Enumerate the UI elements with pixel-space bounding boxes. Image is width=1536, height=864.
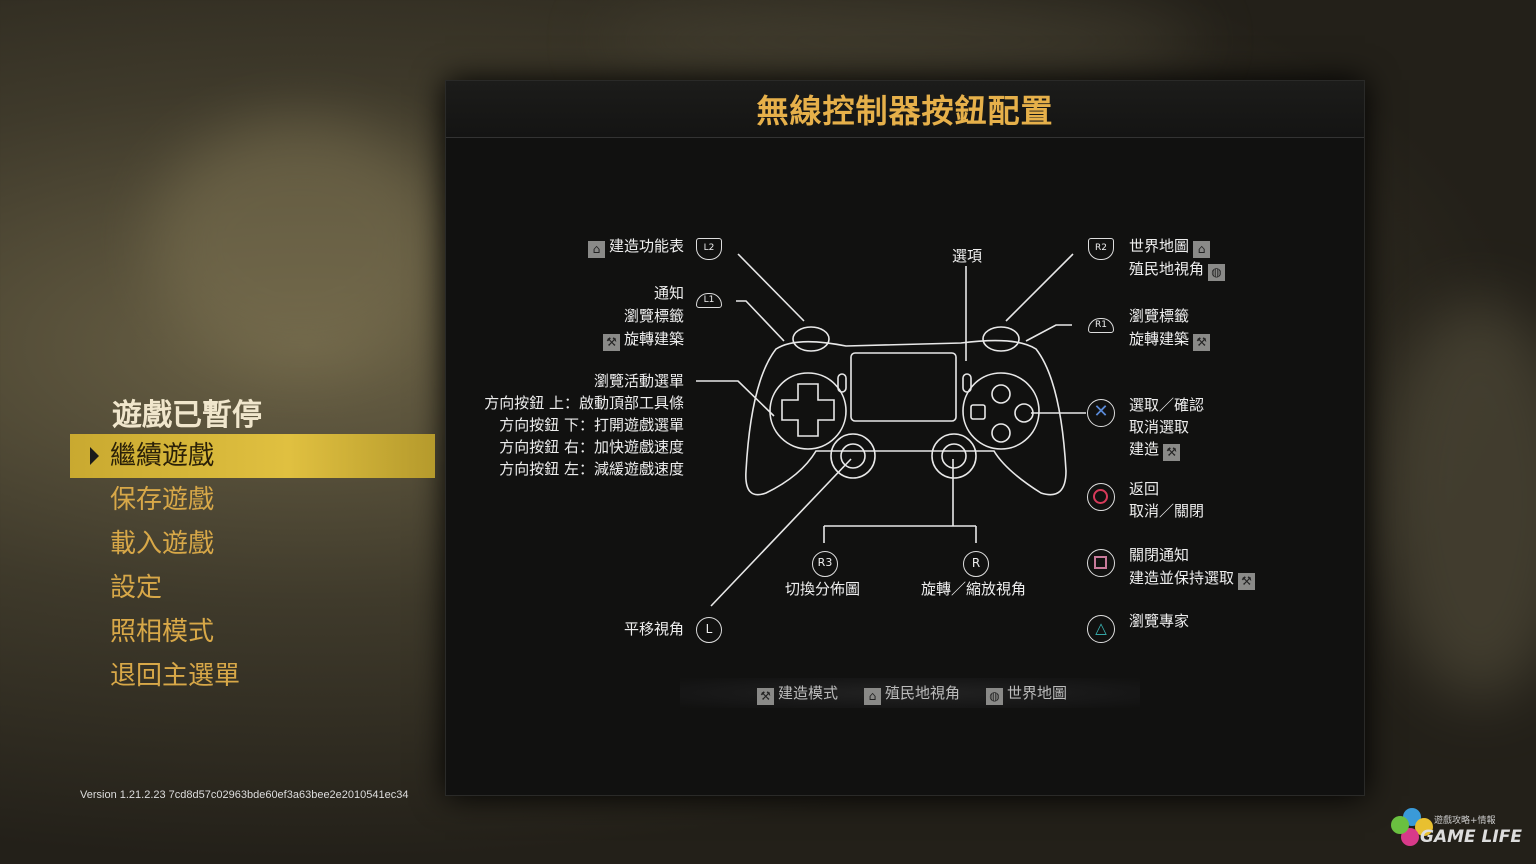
dpad-text-2: 方向按鈕 上：啟動頂部工具條 [484,394,684,412]
dpad-text-1: 瀏覽活動選單 [593,372,684,390]
l-stick-label: 平移視角 [623,620,684,638]
l-stick-icon: L [696,617,722,643]
logo-text: GAME LIFE [1420,827,1522,847]
leader-lines [696,253,1086,607]
r3-icon: R3 [812,551,838,577]
l1-labels: 通知 瀏覽標籤 ⚒旋轉建築 [599,282,684,351]
l1-button-icon: L1 [696,293,722,308]
square-labels: 關閉通知 建造並保持選取⚒ [1129,544,1259,590]
r-stick-icon: R [963,551,989,577]
menu-item-resume[interactable]: 繼續遊戲 [70,434,435,478]
cross-text-1: 選取／確認 [1129,396,1205,414]
hammer-icon: ⚒ [1163,444,1181,461]
pause-menu-title: 遊戲已暫停 [112,398,262,433]
pause-menu: 遊戲已暫停 繼續遊戲 保存遊戲 載入遊戲 設定 照相模式 退回主選單 [70,390,435,698]
legend-build: ⚒建造模式 [753,682,838,705]
controller-outline [745,326,1067,496]
menu-item-load[interactable]: 載入遊戲 [110,529,215,559]
house-icon: ⌂ [587,241,605,258]
circle-labels: 返回 取消／關閉 [1129,478,1204,522]
cross-text-2: 取消選取 [1129,418,1190,436]
globe-icon: ◍ [1208,264,1226,281]
globe-icon: ◍ [986,687,1003,705]
icon-legend: ⚒建造模式 ⌂殖民地視角 ◍世界地圖 [680,678,1140,708]
l1-text-2: 瀏覽標籤 [623,307,684,325]
controller-diagram [696,253,1086,607]
r-stick-label: 旋轉／縮放視角 [921,580,1027,598]
l2-label: ⌂建造功能表 [584,235,684,258]
square-text-1: 關閉通知 [1129,546,1190,564]
circle-text-2: 取消／關閉 [1129,502,1205,520]
dpad-text-3: 方向按鈕 下：打開遊戲選單 [499,416,684,434]
dpad-labels: 瀏覽活動選單 方向按鈕 上：啟動頂部工具條 方向按鈕 下：打開遊戲選單 方向按鈕… [484,370,684,480]
legend-colony: ⌂殖民地視角 [860,682,960,705]
r3-label: 切換分佈圖 [785,580,861,598]
circle-button-icon [1087,483,1115,511]
l2-button-icon: L2 [696,238,722,260]
dpad-text-4: 方向按鈕 右：加快遊戲速度 [499,438,684,456]
l2-text: 建造功能表 [608,237,684,255]
legend-world-text: 世界地圖 [1007,683,1068,702]
menu-item-photo-mode[interactable]: 照相模式 [110,617,215,647]
r1-text-1: 瀏覽標籤 [1129,307,1190,325]
menu-item-save[interactable]: 保存遊戲 [110,485,215,515]
triangle-button-icon: △ [1087,615,1115,643]
menu-item-settings[interactable]: 設定 [110,573,163,603]
circle-text-1: 返回 [1129,480,1160,498]
hammer-icon: ⚒ [756,687,774,705]
hammer-icon: ⚒ [602,334,620,351]
panel-title: 無線控制器按鈕配置 [756,92,1054,130]
version-text: Version 1.21.2.23 7cd8d57c02963bde60ef3a… [80,789,409,801]
logo-subtitle: 遊戲攻略+情報 [1434,816,1496,826]
r1-text-2: 旋轉建築 [1129,330,1190,348]
cross-text-3: 建造 [1129,440,1160,458]
cross-button-icon: ✕ [1087,399,1115,427]
house-icon: ⌂ [863,687,881,705]
menu-item-main-menu[interactable]: 退回主選單 [110,661,241,691]
square-text-2: 建造並保持選取 [1129,569,1235,587]
r1-button-icon: R1 [1088,318,1114,333]
controller-layout-panel: 無線控制器按鈕配置 ⌂建造功能表 L2 通知 瀏覽標籤 ⚒旋轉建築 L1 瀏覽活… [445,80,1365,796]
r2-text-2: 殖民地視角 [1129,260,1205,278]
legend-build-text: 建造模式 [777,683,838,702]
dpad-text-5: 方向按鈕 左：減緩遊戲速度 [499,460,684,478]
legend-colony-text: 殖民地視角 [884,683,960,702]
legend-world: ◍世界地圖 [982,682,1067,705]
hammer-icon: ⚒ [1193,334,1211,351]
l1-text-1: 通知 [653,284,684,302]
r2-text-1: 世界地圖 [1129,237,1190,255]
house-icon: ⌂ [1193,241,1211,258]
gamelife-logo: 遊戲攻略+情報 GAME LIFE [1390,805,1530,855]
logo-clover-icon [1391,808,1433,846]
r1-labels: 瀏覽標籤 旋轉建築⚒ [1129,305,1214,351]
hammer-icon: ⚒ [1238,573,1256,590]
cross-labels: 選取／確認 取消選取 建造⚒ [1129,394,1204,461]
panel-title-bar: 無線控制器按鈕配置 [446,81,1364,138]
l1-text-3: 旋轉建築 [623,330,684,348]
r2-labels: 世界地圖⌂ 殖民地視角◍ [1129,235,1229,281]
r2-button-icon: R2 [1088,238,1114,260]
triangle-label: 瀏覽專家 [1129,612,1190,630]
options-label: 選項 [952,247,983,265]
square-button-icon [1087,549,1115,577]
